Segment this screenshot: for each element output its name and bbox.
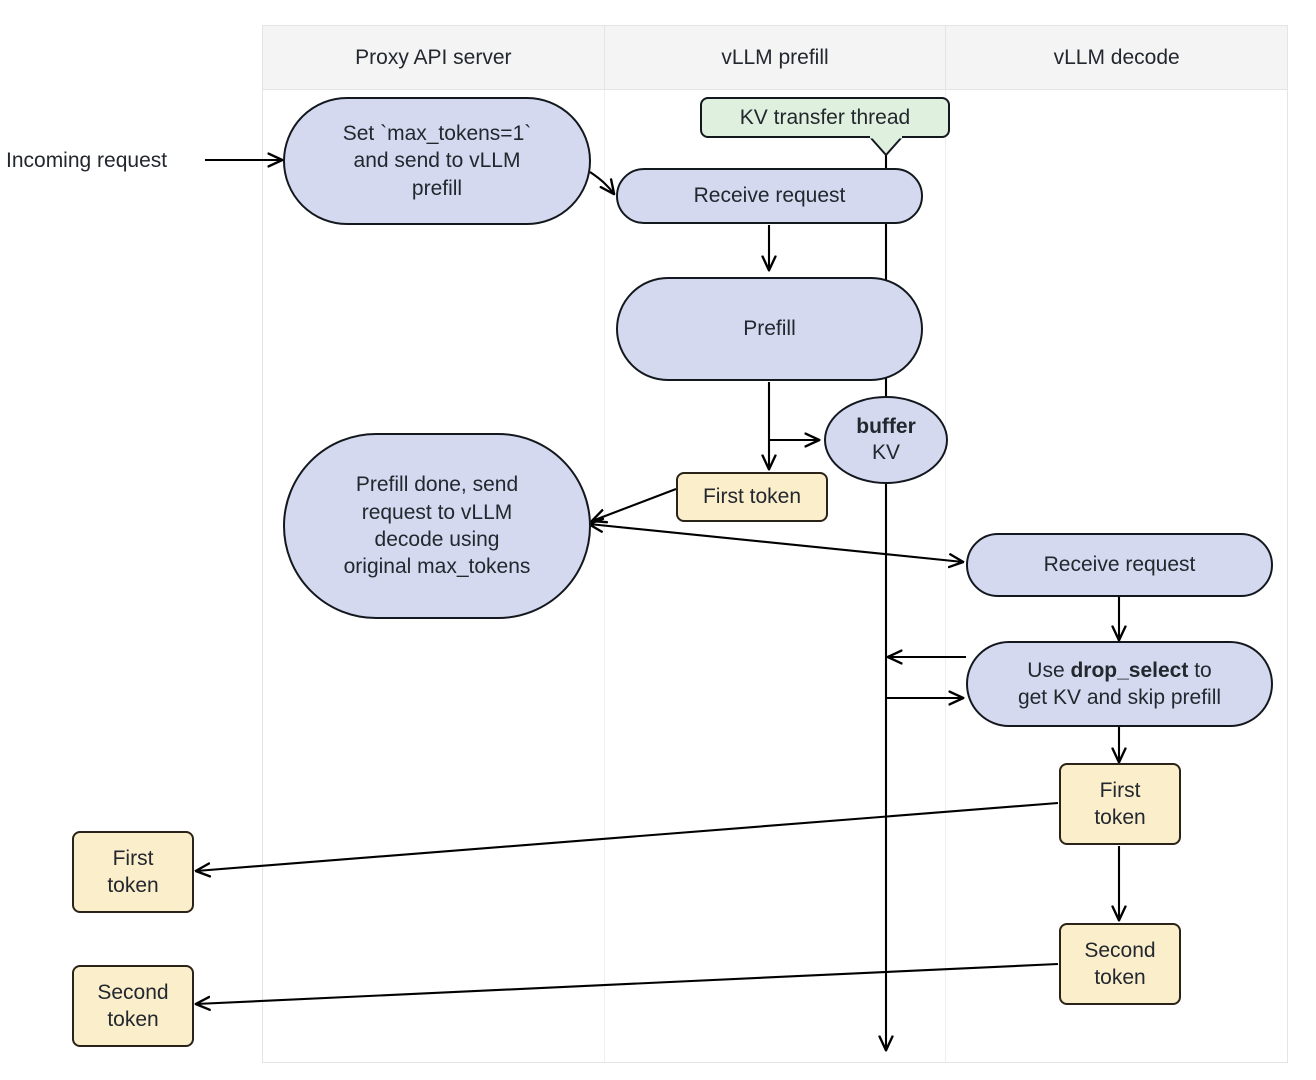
kv-transfer-thread-tail-icon [869,136,903,156]
node-set-max-tokens: Set `max_tokens=1` and send to vLLM pref… [283,97,591,225]
node-prefill-receive-request-label: Receive request [693,184,846,208]
node-kv-transfer-thread: KV transfer thread [700,97,950,138]
lane-header-prefill-label: vLLM prefill [721,45,829,69]
node-prefill-label: Prefill [743,317,796,341]
node-decode-drop-select-line2: get KV and skip prefill [1017,686,1222,709]
node-set-max-tokens-line2: and send to vLLM [353,149,521,173]
node-prefill-done-line2: request to vLLM [361,500,513,524]
swimlane-header-row: Proxy API server vLLM prefill vLLM decod… [263,26,1287,90]
node-decode-first-token-line1: First [1099,778,1141,802]
node-prefill-receive-request: Receive request [616,168,923,224]
node-kv-transfer-thread-label: KV transfer thread [739,105,911,129]
lane-header-prefill: vLLM prefill [605,26,947,89]
node-decode-drop-select-line1: Use drop_select to [1027,657,1211,684]
lane-header-proxy-label: Proxy API server [355,45,512,69]
node-decode-receive-request: Receive request [966,533,1273,597]
drop-select-text-post: to [1188,658,1212,682]
output-second-token-box: Second token [72,965,194,1047]
lane-body-proxy [263,90,605,1062]
drop-select-text-pre: Use [1027,658,1071,682]
output-first-token-line1: First [112,846,154,870]
output-first-token-box: First token [72,831,194,913]
lane-header-proxy: Proxy API server [263,26,605,89]
node-prefill-done-line1: Prefill done, send [355,473,519,497]
lane-header-decode: vLLM decode [946,26,1287,89]
node-prefill-done-line4: original max_tokens [343,555,531,579]
node-decode-receive-request-label: Receive request [1043,553,1196,577]
node-prefill: Prefill [616,277,923,381]
node-decode-second-token: Second token [1059,923,1181,1005]
node-prefill-first-token-label: First token [702,485,802,509]
output-second-token-line1: Second [97,980,169,1004]
node-prefill-done-send-to-decode: Prefill done, send request to vLLM decod… [283,433,591,619]
node-prefill-first-token: First token [676,472,828,522]
output-first-token-line2: token [107,874,159,897]
lane-header-decode-label: vLLM decode [1053,45,1180,69]
node-buffer-kv-line1: buffer [856,415,916,439]
node-buffer-kv: buffer KV [824,396,948,484]
incoming-request-label: Incoming request [6,149,168,173]
drop-select-keyword: drop_select [1070,658,1189,682]
node-decode-first-token-line2: token [1094,806,1146,829]
swimlane-body-row [263,90,1287,1062]
lane-body-prefill [605,90,947,1062]
node-set-max-tokens-line3: prefill [411,176,463,200]
node-decode-first-token: First token [1059,763,1181,845]
node-prefill-done-line3: decode using [374,528,500,551]
node-decode-drop-select: Use drop_select to get KV and skip prefi… [966,641,1273,727]
node-buffer-kv-line2: KV [871,441,900,464]
output-second-token-line2: token [107,1008,159,1031]
node-decode-second-token-line2: token [1094,966,1146,989]
node-decode-second-token-line1: Second [1084,938,1156,962]
node-set-max-tokens-line1: Set `max_tokens=1` [342,122,532,146]
